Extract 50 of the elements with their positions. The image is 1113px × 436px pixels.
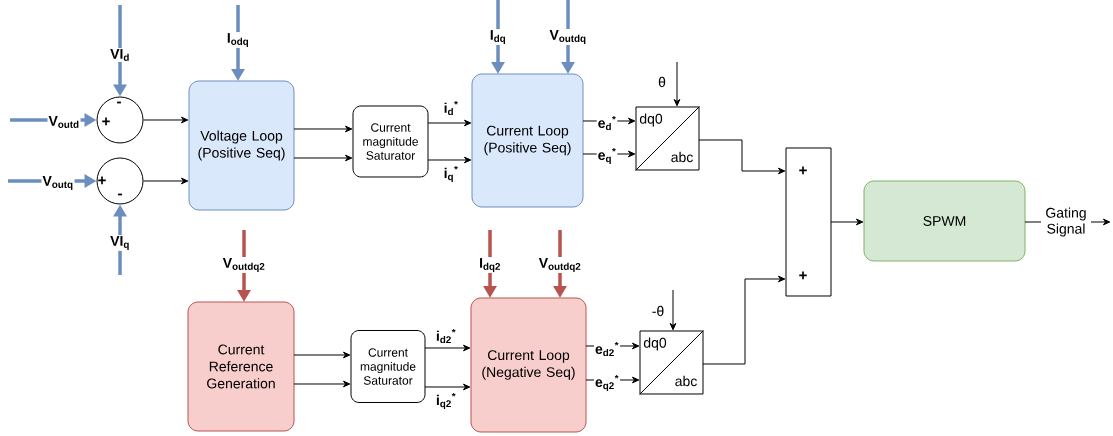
process-box: Current Reference Generation	[187, 301, 295, 432]
arrow	[669, 289, 677, 331]
arrow	[143, 177, 189, 185]
arrow	[582, 150, 636, 158]
edge-label: V$_{outd}$	[47, 115, 81, 129]
edge-label: i$_{q2}$*	[436, 392, 456, 410]
edge-label: I$_{odq}$	[225, 32, 251, 48]
transform-block: dq0 abc	[635, 106, 700, 171]
process-box: Current Loop (Positive Seq)	[471, 73, 584, 208]
summer-block: + +	[785, 147, 832, 297]
edge-label: e$_{q}$*	[596, 146, 618, 166]
arrow	[424, 344, 471, 352]
edge-label: I$_{dq2}$	[478, 257, 502, 273]
edge-label: i$_{d}$*	[444, 100, 458, 116]
process-box: Current Loop (Negative Seq)	[470, 297, 587, 433]
process-box: SPWM	[863, 180, 1026, 262]
arrow	[427, 156, 472, 164]
edge-label: VI$_{d}$	[109, 48, 131, 62]
edge-label: VI$_{q}$	[109, 235, 131, 251]
transform-block: dq0 abc	[639, 330, 704, 395]
saturator-box: Current magnitude Saturator	[352, 105, 429, 178]
arrow	[424, 383, 471, 391]
arrow	[293, 351, 351, 359]
edge-label: i$_{q}$*	[444, 165, 458, 183]
edge-label: V$_{outdq}$	[548, 29, 588, 45]
arrow	[702, 275, 786, 365]
summing-junction: + -	[96, 157, 144, 205]
arrow	[830, 218, 864, 226]
arrow	[427, 119, 472, 127]
edge-label: i$_{d2}$*	[436, 328, 456, 344]
summing-junction: + -	[96, 96, 144, 144]
arrow	[293, 154, 353, 162]
edge-label: V$_{outdq2}$	[537, 257, 583, 273]
edge-label: -θ	[652, 305, 664, 317]
edge-label: V$_{outdq2}$	[221, 257, 267, 273]
edge-label: e$_{d2}$*	[594, 340, 621, 358]
edge-label: θ	[658, 76, 666, 88]
edge-label: I$_{dq}$	[488, 29, 508, 45]
arrow	[293, 125, 353, 133]
arrow	[582, 117, 636, 125]
edge-label: Gating Signal	[1041, 206, 1091, 238]
arrow	[143, 116, 189, 124]
edge-label: e$_{q2}$*	[594, 373, 621, 393]
saturator-box: Current magnitude Saturator	[350, 330, 426, 403]
arrow	[293, 380, 351, 388]
process-box: Voltage Loop (Positive Seq)	[188, 80, 295, 211]
arrow	[698, 139, 786, 175]
arrow	[673, 61, 681, 107]
edge-label: e$_{d}$*	[596, 114, 618, 132]
edge-label: V$_{outq}$	[41, 175, 75, 191]
